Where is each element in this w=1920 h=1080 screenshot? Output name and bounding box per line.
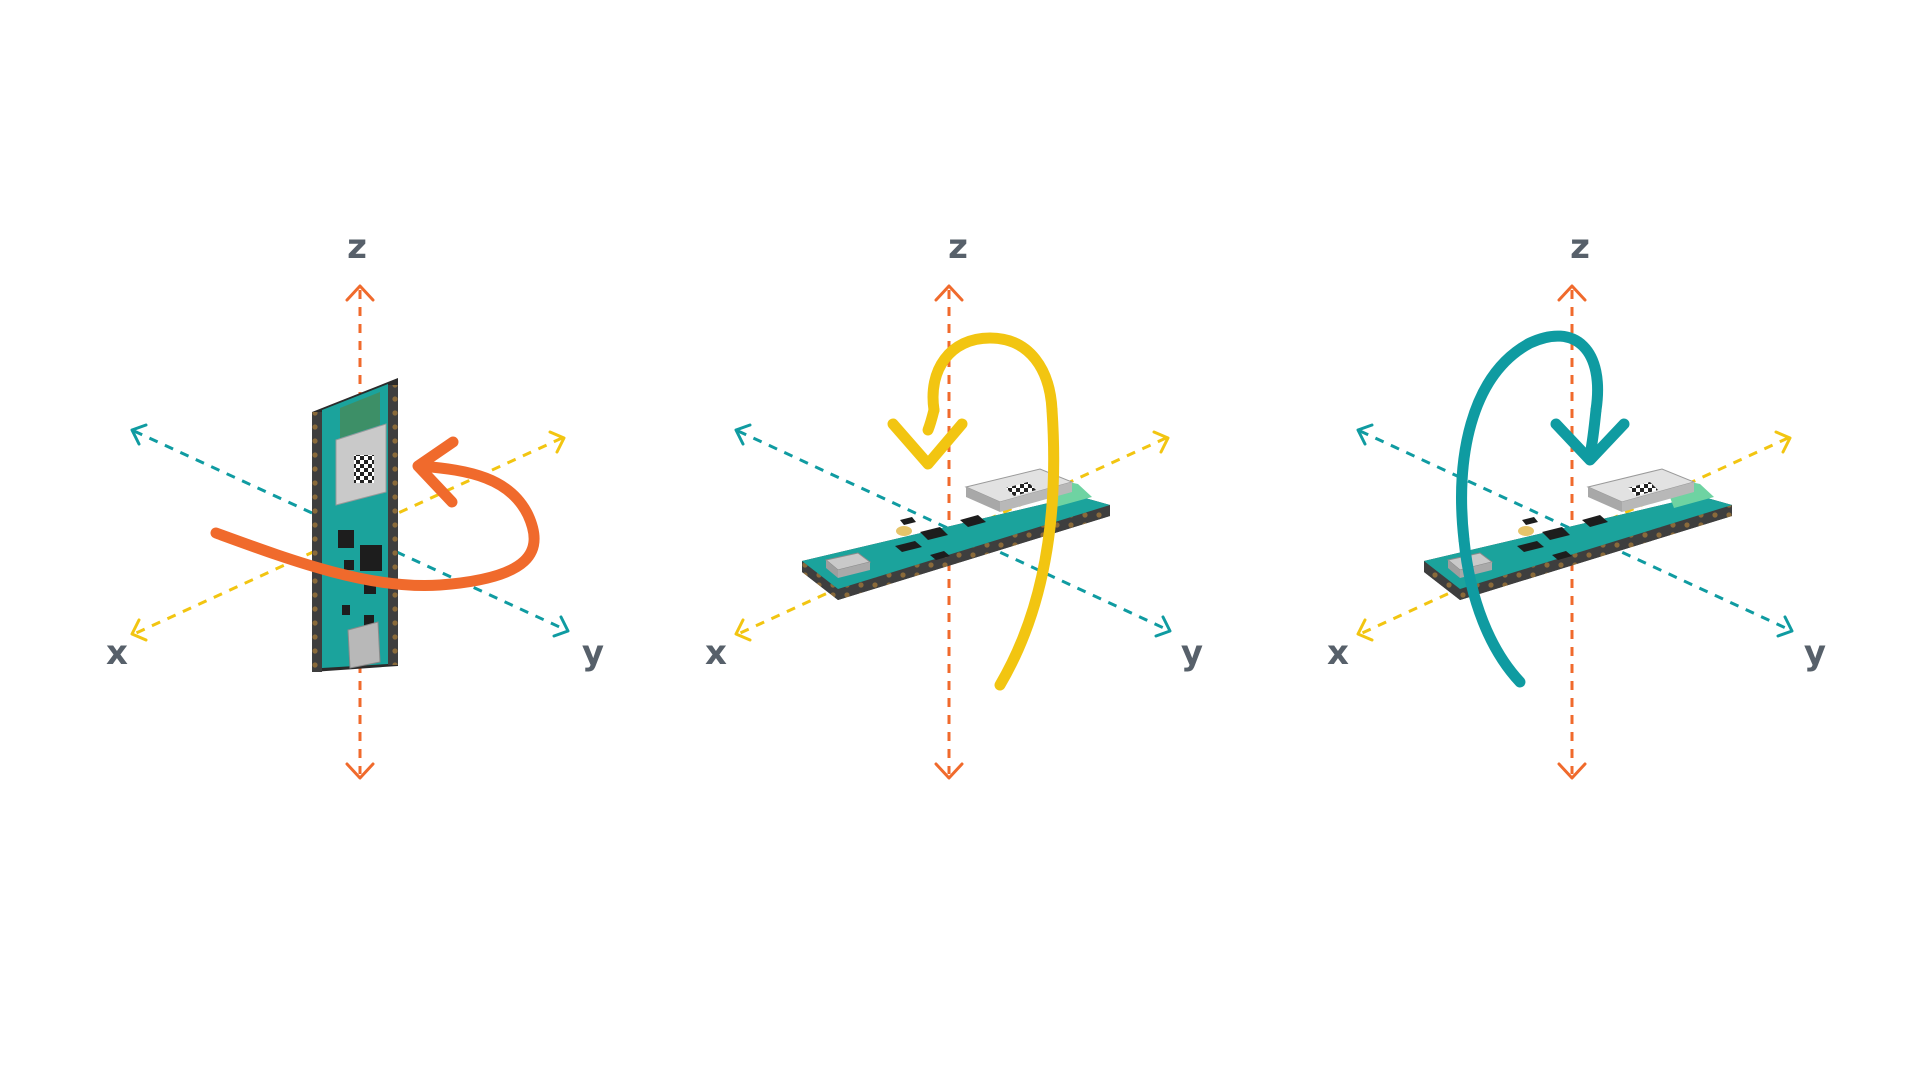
x-axis-label: x — [1327, 633, 1349, 673]
z-axis-label: z — [948, 227, 968, 267]
z-axis-label: z — [347, 227, 367, 267]
rotation-arrow-back — [1456, 330, 1603, 546]
circuit-board-flat — [802, 468, 1110, 600]
y-axis — [734, 430, 1170, 642]
panel-3-rotation-about-y: z x y — [1327, 227, 1826, 780]
x-axis-label: x — [705, 633, 727, 673]
y-axis-label: y — [1181, 633, 1203, 673]
panel-2-rotation-about-x: z x y — [705, 227, 1203, 780]
y-axis-label: y — [582, 633, 604, 673]
y-axis — [130, 430, 566, 642]
x-axis-label: x — [106, 633, 128, 673]
circuit-board-vertical — [312, 378, 398, 672]
x-axis — [130, 423, 570, 638]
curved-arrow-icon — [210, 436, 540, 592]
y-axis — [1356, 430, 1792, 642]
curved-arrow-icon — [1458, 404, 1630, 688]
z-axis-label: z — [1570, 227, 1590, 267]
circuit-board-flat — [1424, 468, 1732, 600]
curved-arrow-icon — [887, 404, 1060, 691]
y-axis-label: y — [1804, 633, 1826, 673]
x-axis — [734, 423, 1172, 638]
panel-1-rotation-about-z: z x y — [106, 227, 604, 780]
x-axis — [1356, 423, 1794, 638]
rotation-arrow-back — [927, 332, 1058, 416]
